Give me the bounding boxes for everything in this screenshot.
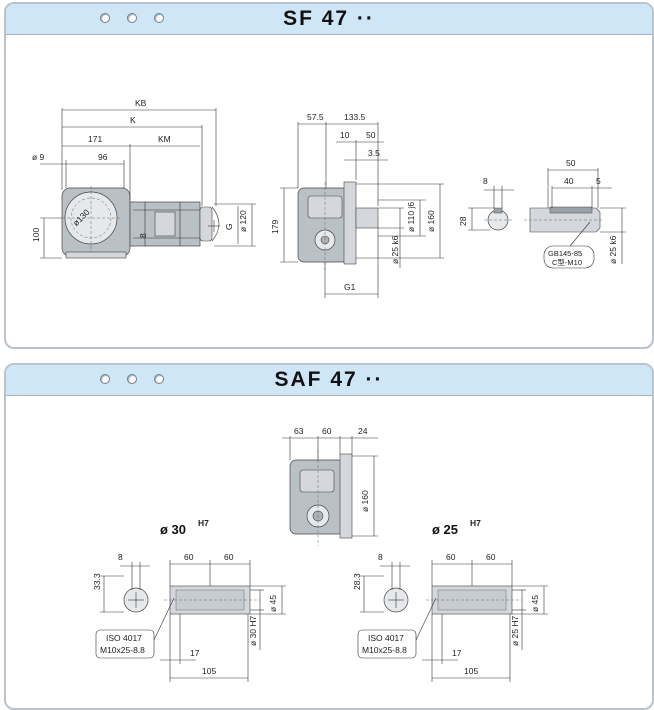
dim-60a: 60 xyxy=(184,552,194,562)
dim-30: ø 30 H7 xyxy=(248,615,258,646)
dim-24: 24 xyxy=(358,426,368,436)
dim-45: ø 45 xyxy=(530,595,540,612)
dim-8: 8 xyxy=(138,233,148,238)
dim-25: ø 25 H7 xyxy=(510,615,520,646)
dim-28: 28 xyxy=(458,216,468,226)
bore-25-label: ø 25 xyxy=(432,522,458,537)
dim-171: 171 xyxy=(88,134,102,144)
dim-60: 60 xyxy=(322,426,332,436)
dim-25: ø 25 k6 xyxy=(390,235,400,264)
dim-50: 50 xyxy=(566,158,576,168)
sf47-side-view: 57.5 133.5 10 50 3.5 179 ø 110 j6 ø 160 … xyxy=(270,112,444,298)
dim-105: 105 xyxy=(464,666,478,676)
dim-105: 105 xyxy=(202,666,216,676)
dim-5: 5 xyxy=(596,176,601,186)
dim-57-5: 57.5 xyxy=(307,112,324,122)
flange-plate xyxy=(339,453,353,539)
saf47-bore-30: ø 30 H7 8 33.3 60 60 ø 45 ø 30 H7 17 xyxy=(92,518,286,682)
callout-bolt: M10x25-8.8 xyxy=(100,645,145,655)
dim-33-3: 33.3 xyxy=(92,573,102,590)
sf47-header: SF 47 ·· xyxy=(6,4,652,35)
dim-km: KM xyxy=(158,134,171,144)
dot-icon xyxy=(127,374,137,384)
callout-box xyxy=(543,245,595,269)
dim-8: 8 xyxy=(378,552,383,562)
callout-box xyxy=(357,629,417,659)
dim-110: ø 110 j6 xyxy=(406,202,416,232)
dim-120: ø 120 xyxy=(238,210,248,232)
dim-160: ø 160 xyxy=(426,210,436,232)
dim-g1: G1 xyxy=(344,282,356,292)
callout-gb1: GB145-85 xyxy=(548,249,582,258)
saf47-title: SAF 47 ·· xyxy=(274,368,384,391)
sf47-title: SF 47 ·· xyxy=(283,7,375,30)
sf47-shaft-detail: 8 28 50 40 5 ø 25 k6 GB145-85 C型-M10 xyxy=(458,158,626,269)
callout-iso: ISO 4017 xyxy=(106,633,142,643)
dim-133-5: 133.5 xyxy=(344,112,366,122)
output-shaft xyxy=(355,207,379,229)
dot-icon xyxy=(154,374,164,384)
dot-icon xyxy=(154,13,164,23)
dim-3-5: 3.5 xyxy=(368,148,380,158)
dim-8: 8 xyxy=(483,176,488,186)
dim-160: ø 160 xyxy=(360,490,370,512)
callout-bolt: M10x25-8.8 xyxy=(362,645,407,655)
dim-k: K xyxy=(130,115,136,125)
flange-plate xyxy=(343,181,357,265)
callout-gb2: C型-M10 xyxy=(552,258,582,267)
dim-10: 10 xyxy=(340,130,350,140)
sf47-panel: SF 47 ·· xyxy=(4,2,654,349)
saf47-bore-25: ø 25 H7 8 28.3 60 60 ø 45 ø 25 H7 17 xyxy=(352,518,548,682)
dim-45: ø 45 xyxy=(268,595,278,612)
dim-50: 50 xyxy=(366,130,376,140)
saf47-center-view: 63 60 24 ø 160 xyxy=(282,426,378,546)
saf47-header: SAF 47 ·· xyxy=(6,365,652,396)
foot xyxy=(65,251,127,259)
dim-9: ø 9 xyxy=(32,152,45,162)
dim-60a: 60 xyxy=(446,552,456,562)
dim-17: 17 xyxy=(190,648,200,658)
dim-8: 8 xyxy=(118,552,123,562)
dim-kb: KB xyxy=(135,98,147,108)
window-dots xyxy=(100,374,164,384)
dim-g: G xyxy=(224,223,234,230)
callout-box xyxy=(95,629,155,659)
dot-icon xyxy=(127,13,137,23)
bore-25-tolerance: H7 xyxy=(470,518,481,528)
dim-17: 17 xyxy=(452,648,462,658)
dim-28-3: 28.3 xyxy=(352,573,362,590)
callout-iso: ISO 4017 xyxy=(368,633,404,643)
terminal-box xyxy=(154,211,176,237)
sf47-front-view: KB K 171 KM ø 9 96 ø130 100 ø 120 G 8 xyxy=(31,98,256,259)
dot-icon xyxy=(100,13,110,23)
fan-cover xyxy=(199,206,213,242)
dim-100: 100 xyxy=(31,228,41,242)
dim-63: 63 xyxy=(294,426,304,436)
dim-25: ø 25 k6 xyxy=(608,235,618,264)
bore-30-label: ø 30 xyxy=(160,522,186,537)
dot-icon xyxy=(100,374,110,384)
bore-30-tolerance: H7 xyxy=(198,518,209,528)
dim-40: 40 xyxy=(564,176,574,186)
window-dots xyxy=(100,13,164,23)
dim-60b: 60 xyxy=(224,552,234,562)
dim-96: 96 xyxy=(98,152,108,162)
dim-60b: 60 xyxy=(486,552,496,562)
dim-179: 179 xyxy=(270,220,280,234)
